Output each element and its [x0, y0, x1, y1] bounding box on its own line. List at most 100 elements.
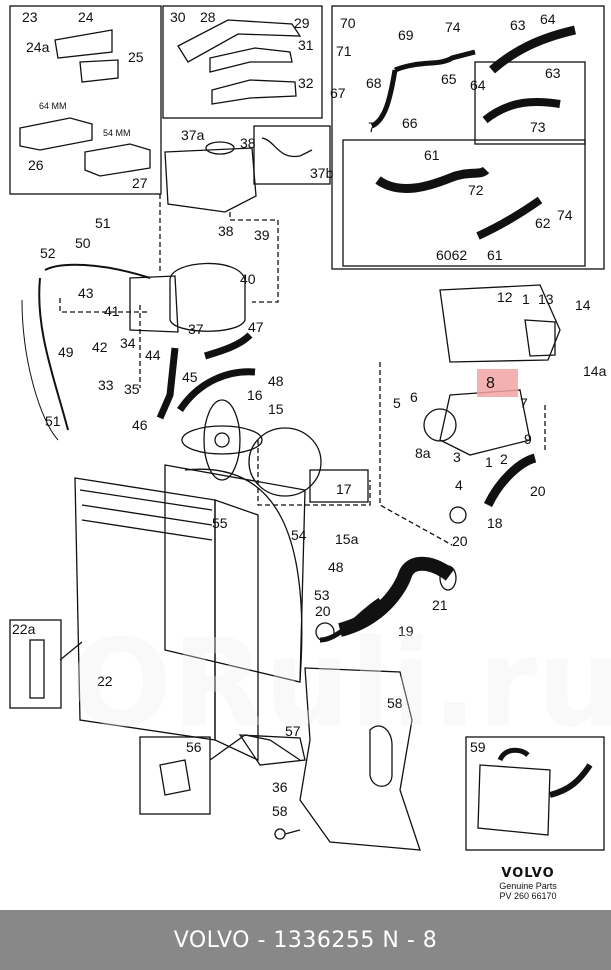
inset-box-37b	[253, 125, 331, 185]
hose-18	[483, 453, 537, 508]
callout-label-46: 46	[132, 417, 148, 433]
clip-56	[159, 759, 191, 796]
brand-code: PV 260 66170	[499, 891, 557, 901]
callout-label-63a: 63	[510, 17, 526, 33]
callout-label-66: 66	[402, 115, 418, 131]
callout-label-2: 2	[500, 451, 508, 467]
hose-49	[38, 277, 69, 431]
callout-label-58b: 58	[272, 803, 288, 819]
callout-label-22a: 22a	[12, 621, 36, 637]
callout-label-68: 68	[366, 75, 382, 91]
callout-label-13: 13	[538, 291, 554, 307]
callout-label-39: 39	[254, 227, 270, 243]
callout-label-37: 37	[188, 321, 204, 337]
callout-label-74b: 74	[557, 207, 573, 223]
clamp-20a	[449, 506, 467, 524]
callout-label-14a: 14a	[583, 363, 607, 379]
callout-label-65: 65	[441, 71, 457, 87]
hose-63a	[489, 25, 577, 74]
callout-label-59: 59	[470, 739, 486, 755]
plug-22a	[29, 639, 45, 699]
diagram-drawing	[9, 5, 605, 851]
brand-subtitle: Genuine Parts	[499, 881, 557, 891]
hose-61a	[375, 166, 490, 193]
clamp-21	[439, 565, 457, 591]
callout-label-56: 56	[186, 739, 202, 755]
callout-label-32: 32	[298, 75, 314, 91]
rail-29	[177, 19, 302, 63]
callout-label-7a: 7	[368, 119, 376, 135]
pump-body	[439, 389, 531, 456]
inset-box-28-32	[162, 5, 323, 119]
callout-label-12: 12	[497, 289, 513, 305]
pump-pulley	[423, 408, 457, 442]
hose-45b	[203, 332, 253, 360]
callout-label-33: 33	[98, 377, 114, 393]
hose-19	[338, 556, 455, 637]
callout-label-47: 47	[248, 319, 264, 335]
fan-16	[181, 399, 263, 481]
expansion-tank-37a	[164, 147, 257, 213]
inset-box-63-73	[474, 61, 586, 145]
callout-label-3: 3	[453, 449, 461, 465]
bracket-41	[129, 275, 179, 333]
hose-45	[177, 368, 256, 413]
callout-label-6: 6	[410, 389, 418, 405]
callout-label-69: 69	[398, 27, 414, 43]
callout-label-51b: 51	[45, 413, 61, 429]
callout-label-72: 72	[468, 182, 484, 198]
callout-label-15a: 15a	[335, 531, 359, 547]
hose-66	[394, 49, 476, 73]
callout-label-16: 16	[247, 387, 263, 403]
inset-box-59	[465, 736, 605, 851]
callout-label-17: 17	[336, 481, 352, 497]
callout-label-24: 24	[78, 9, 94, 25]
callout-label-62: 62	[535, 215, 551, 231]
callout-label-14: 14	[575, 297, 591, 313]
callout-label-53: 53	[314, 587, 330, 603]
callout-label-26: 26	[28, 157, 44, 173]
rail-32	[211, 79, 297, 105]
callout-label-20b: 20	[452, 533, 468, 549]
callout-label-5: 5	[393, 395, 401, 411]
hose-19b	[319, 597, 382, 643]
callout-label-45: 45	[182, 369, 198, 385]
callout-label-36: 36	[272, 779, 288, 795]
hose-38	[261, 137, 313, 158]
callout-label-49: 49	[58, 344, 74, 360]
intercooler-59	[477, 764, 551, 836]
callout-label-34: 34	[120, 335, 136, 351]
callout-label-44: 44	[145, 347, 161, 363]
footer-caption: VOLVO - 1336255 N - 8	[0, 910, 611, 970]
engine-block	[439, 284, 561, 363]
callout-label-48a: 48	[268, 373, 284, 389]
callout-label-70: 70	[340, 15, 356, 31]
highlighted-part-label: 8	[486, 375, 495, 392]
callout-label-50: 50	[75, 235, 91, 251]
callout-label-61b: 61	[487, 247, 503, 263]
fan-shroud-ring	[184, 468, 303, 681]
callout-label-20a: 20	[530, 483, 546, 499]
inset-box-61-74	[331, 5, 605, 270]
callout-label-8a: 8a	[415, 445, 431, 461]
clamp-20c	[315, 622, 335, 642]
callout-label-64b: 64	[470, 77, 486, 93]
callout-label-43: 43	[78, 285, 94, 301]
callout-label-4: 4	[455, 477, 463, 493]
inset-box-61-62	[342, 139, 586, 267]
callout-label-48b: 48	[328, 559, 344, 575]
callout-label-42: 42	[92, 339, 108, 355]
brand-block: VOLVO Genuine Parts PV 260 66170	[478, 866, 578, 901]
callout-label-52: 52	[40, 245, 56, 261]
callout-label-74a: 74	[445, 19, 461, 35]
dimension-label: 54 MM	[103, 128, 131, 138]
radiator-shroud	[164, 464, 306, 683]
bolt-58	[274, 828, 286, 840]
callout-label-25: 25	[128, 49, 144, 65]
thermostat-13	[524, 319, 556, 357]
belt-17	[309, 469, 369, 503]
callout-label-15: 15	[268, 401, 284, 417]
callout-label-29: 29	[294, 15, 310, 31]
hose-73	[482, 97, 561, 124]
